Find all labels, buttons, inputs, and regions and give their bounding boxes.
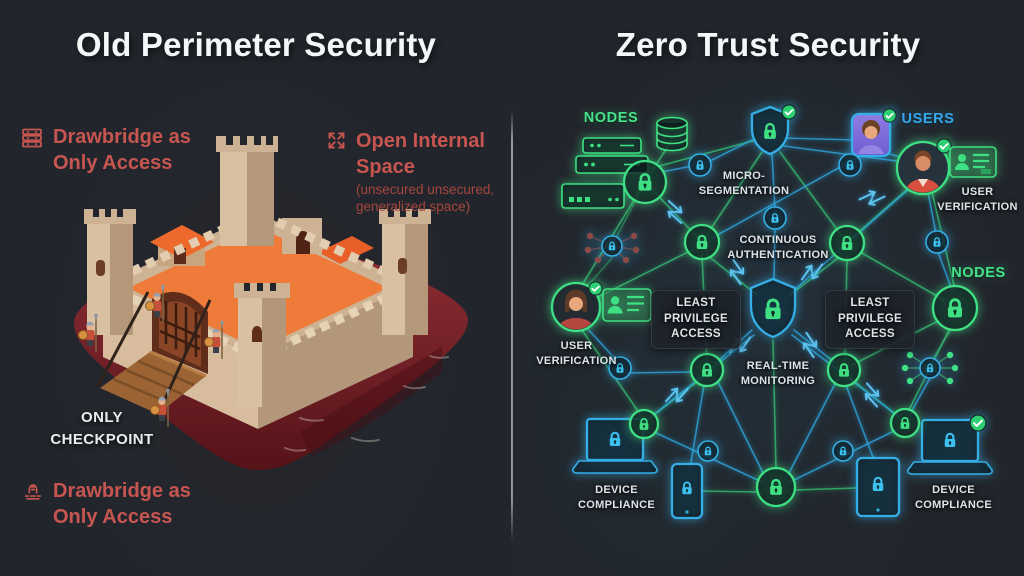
check-badge-icon [588, 281, 603, 296]
mini-lock-icon [763, 206, 787, 230]
label-realtime-monitoring: REAL-TIME MONITORING [740, 360, 816, 387]
callout-text: Drawbridge as Only Access [53, 126, 191, 174]
moat-ripples [284, 355, 449, 452]
lock-node-icon [683, 223, 721, 261]
label-least-privilege-right: LEAST PRIVILEGE ACCESS [825, 290, 915, 349]
mini-lock-icon [688, 153, 712, 177]
castle-guards [78, 285, 224, 427]
segment-hub-icon [901, 351, 959, 385]
right-panel-title: Zero Trust Security [615, 26, 921, 63]
label-user-verification-right: USER VERIFICATION [937, 186, 1018, 213]
callout-open-space: Open Internal Space (unsecured unsecured… [326, 128, 506, 216]
callout-drawbridge-top: Drawbridge as Only Access [20, 124, 220, 176]
id-card-icon [949, 146, 997, 178]
label-nodes-top: NODES [583, 110, 639, 126]
zero-trust-panel: Zero Trust Security [512, 0, 1024, 576]
drawbridge [96, 291, 212, 414]
left-panel-title: Old Perimeter Security [75, 26, 437, 63]
lock-node-icon [755, 466, 797, 508]
tablet-icon [855, 456, 901, 518]
user-avatar-icon [895, 138, 952, 196]
lock-node-icon [689, 352, 725, 388]
shield-lock-icon [749, 277, 797, 339]
castle-illustration [74, 136, 468, 470]
label-device-compliance-left: DEVICE COMPLIANCE [578, 484, 655, 511]
mini-lock-icon [832, 440, 854, 462]
segment-hub-icon [584, 232, 640, 264]
callout-drawbridge-bottom: Drawbridge as Only Access [22, 478, 222, 530]
lock-node-icon [931, 284, 979, 332]
mini-lock-icon [838, 153, 862, 177]
mini-lock-icon [697, 440, 719, 462]
router-icon [561, 183, 625, 209]
old-perimeter-panel: Old Perimeter Security [0, 0, 512, 576]
id-card-icon [602, 288, 652, 322]
server-stack-icon [575, 137, 649, 174]
mini-lock-icon [925, 230, 949, 254]
user-avatar-icon [550, 281, 603, 333]
label-user-verification-left: USER VERIFICATION [536, 340, 617, 367]
blue-nodes [572, 104, 993, 520]
laptop-icon [907, 414, 993, 475]
only-checkpoint-label: ONLY CHECKPOINT [50, 409, 154, 448]
lock-node-icon [622, 159, 668, 205]
label-nodes-right: NODES [951, 265, 1006, 281]
user-photo-card [850, 108, 897, 158]
castle-towers [84, 136, 431, 407]
label-device-compliance-right: DEVICE COMPLIANCE [915, 484, 992, 511]
phone-icon [670, 462, 704, 520]
label-micro-segmentation: MICRO-SEGMENTATION [698, 170, 790, 197]
laptop-icon [572, 417, 658, 474]
label-continuous-authentication: CONTINUOUS AUTHENTICATION [727, 234, 829, 261]
label-users: USERS [901, 111, 955, 127]
green-nodes [550, 116, 997, 508]
expand-arrows-icon [326, 130, 347, 216]
castle-gate [152, 291, 208, 374]
check-badge-icon [936, 138, 952, 154]
lock-node-icon [828, 224, 866, 262]
check-badge-icon [969, 414, 987, 432]
callout-subtitle: (unsecured unsecured, generalized space) [356, 182, 495, 214]
lock-node-icon [826, 352, 862, 388]
drawbridge-bell-icon [22, 480, 44, 530]
check-badge-icon [882, 108, 897, 123]
panel-divider [511, 110, 513, 542]
drawbridge-grid-icon [20, 126, 44, 176]
mini-lock-icon [608, 356, 632, 380]
shield-lock-icon [750, 104, 797, 156]
lock-node-icon [628, 408, 660, 440]
label-least-privilege-left: LEAST PRIVILEGE ACCESS [651, 290, 741, 349]
callout-title: Open Internal Space [356, 130, 485, 178]
callout-text: Drawbridge as Only Access [53, 480, 191, 528]
check-badge-icon [781, 104, 797, 120]
database-icon [656, 116, 688, 152]
lock-node-icon [889, 407, 921, 439]
